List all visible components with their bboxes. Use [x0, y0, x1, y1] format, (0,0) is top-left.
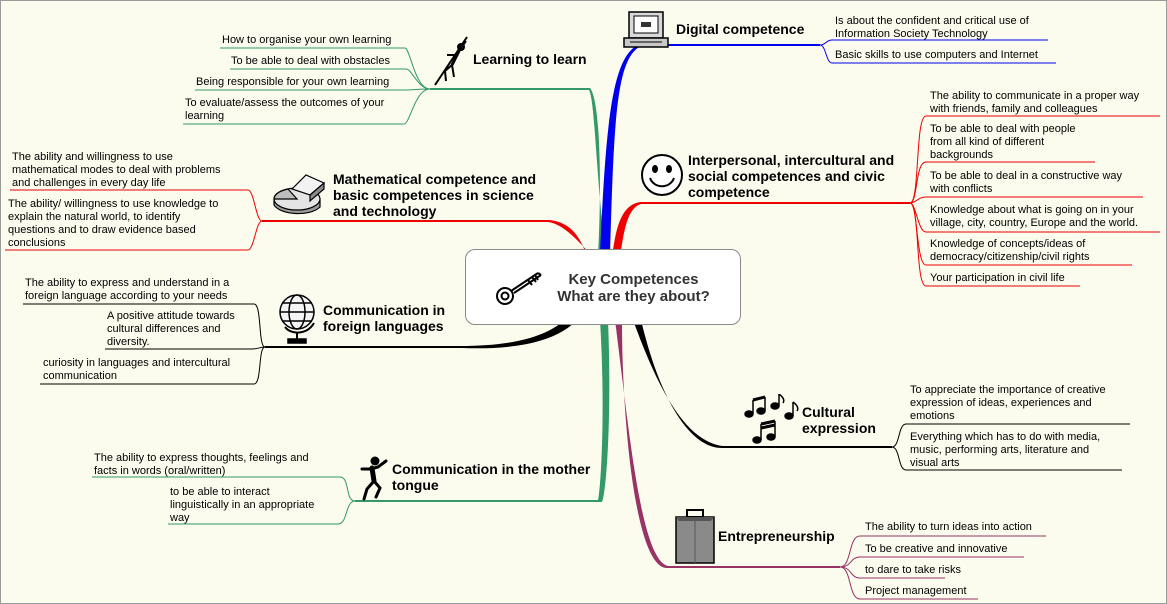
smiley-icon	[641, 154, 683, 196]
branch-title-learning[interactable]: Learning to learn	[473, 51, 587, 67]
entrepreneurship-item-4: Project management	[865, 585, 967, 597]
learning-item-1: How to organise your own learning	[222, 34, 392, 46]
learning-item-3: Being responsible for your own learning	[196, 76, 390, 88]
foreign-item-3: curiosity in languages and intercultural…	[43, 357, 231, 382]
interpersonal-item-4: Knowledge about what is going on in your…	[930, 204, 1139, 229]
foreign-item-1: The ability to express and understand in…	[25, 277, 230, 302]
computer-icon	[623, 11, 669, 48]
interpersonal-item-3: To be able to deal in a constructive way…	[930, 170, 1123, 195]
central-topic-line2: What are they about?	[557, 288, 710, 305]
entrepreneurship-item-1: The ability to turn ideas into action	[865, 521, 1032, 533]
math-item-1: The ability and willingness to use mathe…	[12, 151, 221, 189]
interpersonal-item-2: To be able to deal with people from all …	[930, 123, 1076, 161]
interpersonal-item-1: The ability to communicate in a proper w…	[930, 90, 1140, 115]
globe-icon	[279, 294, 315, 344]
central-topic[interactable]: Key Competences What are they about?	[465, 249, 741, 325]
key-icon	[496, 272, 542, 305]
central-topic-title: Key Competences What are they about?	[531, 271, 736, 305]
interpersonal-item-6: Your participation in civil life	[930, 272, 1065, 284]
digital-item-2: Basic skills to use computers and Intern…	[835, 49, 1038, 61]
foreign-item-2: A positive attitude towards cultural dif…	[107, 310, 235, 348]
music-notes-icon	[744, 394, 799, 444]
cultural-item-1: To appreciate the importance of creative…	[910, 384, 1106, 422]
branch-title-math[interactable]: Mathematical competence and basic compet…	[333, 171, 537, 219]
branch-title-mother-tongue[interactable]: Communication in the mother tongue	[392, 461, 591, 493]
learning-item-2: To be able to deal with obstacles	[231, 55, 390, 67]
climber-icon	[434, 36, 468, 86]
branch-digital	[600, 44, 820, 255]
central-topic-line1: Key Competences	[568, 271, 699, 288]
pie-chart-icon	[273, 174, 326, 215]
digital-item-1: Is about the confident and critical use …	[835, 15, 1029, 40]
mother-item-1: The ability to express thoughts, feeling…	[94, 452, 309, 477]
mother-item-2: to be able to interact linguistically in…	[170, 486, 315, 524]
branch-title-entrepreneurship[interactable]: Entrepreneurship	[718, 528, 835, 544]
learning-item-4: To evaluate/assess the outcomes of your …	[185, 97, 385, 122]
interpersonal-item-5: Knowledge of concepts/ideas of democracy…	[930, 238, 1090, 263]
cultural-item-2: Everything which has to do with media, m…	[910, 431, 1101, 469]
briefcase-icon	[675, 509, 715, 564]
branch-title-digital[interactable]: Digital competence	[676, 21, 805, 37]
entrepreneurship-item-2: To be creative and innovative	[865, 543, 1008, 555]
math-item-2: The ability/ willingness to use knowledg…	[8, 198, 219, 249]
entrepreneurship-item-3: to dare to take risks	[865, 564, 961, 576]
branch-title-interpersonal[interactable]: Interpersonal, intercultural and social …	[688, 152, 895, 200]
branch-title-cultural[interactable]: Cultural expression	[802, 404, 876, 436]
branch-math	[262, 220, 592, 256]
jumping-person-icon	[360, 456, 388, 501]
branch-title-foreign[interactable]: Communication in foreign languages	[323, 302, 446, 334]
